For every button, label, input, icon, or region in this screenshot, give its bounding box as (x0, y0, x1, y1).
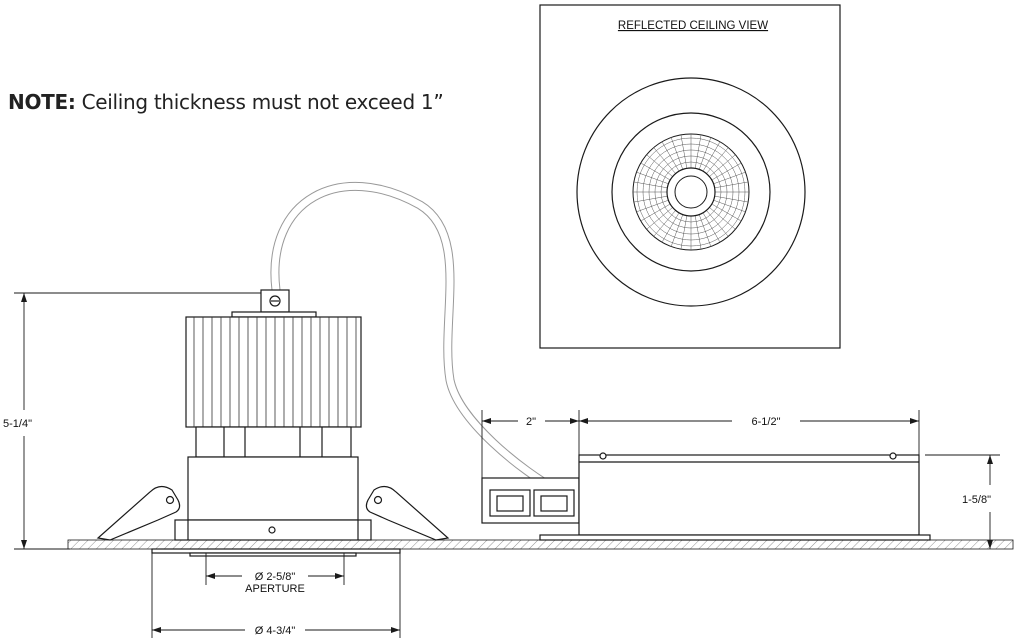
ceiling-thickness-note: NOTE: Ceiling thickness must not exceed … (8, 90, 444, 114)
driver-box (539, 452, 931, 541)
rcv-outer-trim (576, 77, 806, 307)
junction-depth-label: 2" (526, 416, 536, 428)
trim-diameter-label: Ø 4-3/4" (255, 625, 296, 637)
trim-screw-icon (268, 526, 276, 534)
rcv-inner-trim (611, 112, 771, 272)
note-label: NOTE: (8, 90, 76, 114)
driver-height-label: 1-5/8" (962, 494, 991, 506)
heatsink-fins (193, 317, 357, 427)
aperture-diameter-label: Ø 2-5/8" (255, 571, 296, 583)
rcv-title: REFLECTED CEILING VIEW (618, 20, 768, 32)
housing-neck (195, 426, 352, 458)
spring-clip-right (365, 485, 450, 541)
rcv-reflector-grid (633, 134, 749, 250)
spring-clip-left (96, 485, 181, 541)
aperture-lip (189, 552, 357, 557)
note-text: Ceiling thickness must not exceed 1” (81, 90, 444, 114)
ceiling-section (67, 539, 1014, 550)
heatsink (185, 316, 362, 428)
driver-housing (578, 454, 920, 536)
driver-screw-right-icon (889, 452, 897, 460)
reflected-ceiling-view: REFLECTED CEILING VIEW (539, 4, 841, 349)
driver-length-label: 6-1/2" (752, 416, 781, 428)
driver-base-plate (539, 534, 931, 541)
aperture-label: APERTURE (245, 583, 305, 595)
junction-box (481, 477, 580, 524)
rcv-lamp-inner (674, 175, 708, 209)
housing-body (187, 456, 359, 521)
ceiling-hatch (67, 539, 1014, 550)
overall-height-label: 5-1/4" (3, 418, 32, 430)
dimension-arrows (21, 293, 993, 633)
heatsink-cap (231, 311, 317, 318)
driver-screw-left-icon (599, 452, 607, 460)
downlight-fixture (96, 289, 450, 557)
flex-cable (270, 181, 563, 496)
rcv-lamp (666, 167, 716, 217)
